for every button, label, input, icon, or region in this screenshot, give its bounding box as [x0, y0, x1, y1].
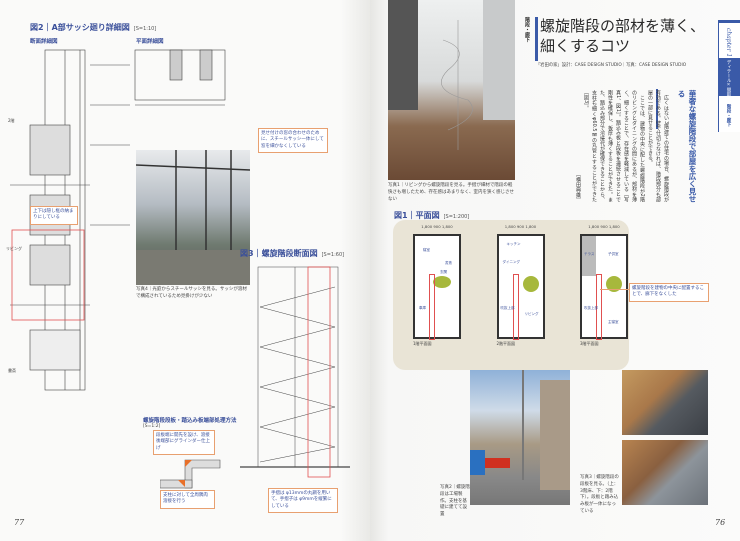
- plan-label-1f: 1階平面図: [413, 340, 432, 346]
- spiral-stair-section-drawing: [240, 266, 350, 478]
- plan-label-2f: 2階平面図: [496, 340, 516, 346]
- floor-plan-1f: 1,800 900 1,800 寝室 書斎 玄関 車庫 1階平面図: [413, 224, 461, 347]
- room-label: 吹抜上部: [584, 305, 598, 310]
- plan-detail-label: 平面詳細図: [136, 39, 164, 45]
- fig1-floor-plans-panel: 1,800 900 1,800 寝室 書斎 玄関 車庫 1階平面図 1,800 …: [393, 220, 629, 370]
- category-label: 階段・廊下: [524, 17, 530, 42]
- photo3-caption: 写真3｜螺旋階段の段板を見る。（上：3階床、下：2階下）。段板と踏み込み板が一体…: [580, 475, 619, 514]
- sub-tab-label: 階段・廊下: [726, 104, 731, 127]
- right-page: 写真1｜リビングから螺旋階段を見る。手摺が細材で階段の軽快さも増したため、存在感…: [370, 0, 740, 541]
- room-label-2f: 2階: [8, 118, 15, 123]
- room-label: 車庫: [419, 305, 426, 310]
- section-tab-label: ディテール×間取り: [726, 60, 731, 101]
- note-leader-line: [600, 289, 630, 290]
- plans-row: 1,800 900 1,800 寝室 書斎 玄関 車庫 1階平面図 1,800 …: [413, 224, 628, 347]
- photo4-steel-sash: [136, 150, 250, 285]
- title-line-2: 細くするコツ: [540, 37, 631, 55]
- section-detail-label: 断面詳細図: [30, 39, 58, 45]
- chapter-side-tab[interactable]: chapter 1 ディテール×間取り 階段・廊下: [718, 20, 740, 132]
- room-label: 書斎: [445, 260, 452, 265]
- terrace: [582, 235, 596, 276]
- fig2-title: 図2｜A部サッシ廻り詳細図[S=1:10]: [30, 22, 156, 33]
- room-label: 主寝室: [608, 319, 619, 324]
- fig2-scale: [S=1:10]: [133, 26, 157, 32]
- stair-tread-detail-drawing: [160, 459, 221, 489]
- floor-plan-3f: 1,800 900 1,800 テラス 子供室 吹抜上部 主寝室 3階平面図: [580, 224, 628, 347]
- room-label: 子供室: [608, 251, 619, 256]
- page-number-left: 77: [14, 518, 25, 527]
- room-label: テラス: [584, 251, 595, 256]
- plan-label-3f: 3階平面図: [580, 340, 599, 346]
- credit: 「岩田の家」設計：CASE DESIGN STUDIO｜写真：CASE DESI…: [536, 63, 687, 68]
- room-label: リビング: [524, 311, 539, 316]
- heading-bar: [656, 89, 658, 129]
- room-label: 玄関: [440, 269, 447, 274]
- fig3-note-handrail: 手摺は φ13mmの丸鋼を用いて、手摺子は φ9mmを縦繁にしている: [268, 488, 338, 513]
- body-paragraph-1: 広くはない3階建ての住宅の場合、螺旋階段が有効である。壁で仕切らなければ、階段部…: [647, 90, 669, 202]
- fig2-note-sash: 見せ付けの窓の合わせのために、スチールサッシ一体にして窓を細かなくしている: [258, 128, 328, 153]
- fig2-title-text: 図2｜A部サッシ廻り詳細図: [30, 23, 130, 32]
- plan-2f-outline: キッチン ダイニング 吹抜上部 リビング: [496, 233, 545, 340]
- tab-top-line: [718, 20, 740, 23]
- highlight-box: [596, 273, 602, 340]
- photo1-caption: 写真1｜リビングから螺旋階段を見る。手摺が細材で階段の軽快さも増したため、存在感…: [388, 183, 514, 202]
- floor-plan-2f: 1,800 900 1,800 キッチン ダイニング 吹抜上部 リビング 2階平…: [496, 224, 545, 347]
- detail-title: 螺旋階段段板・踏込み板端部処理方法: [143, 418, 237, 424]
- chapter-label: chapter 1: [725, 28, 732, 58]
- left-page: 図2｜A部サッシ廻り詳細図[S=1:10] 断面詳細図 平面詳細図 2階 リビン…: [0, 0, 370, 541]
- dims-1f: 1,800 900 1,800: [421, 224, 453, 229]
- photo4-caption: 写真4｜光庭からスチールサッシを見る。サッシが溶材で構成されているため見掛けが少…: [136, 287, 247, 299]
- photo2-caption: 写真2｜螺旋階段は工場製作。支柱を基礎に建てて設置: [440, 485, 470, 517]
- spiral-stair-mark: [522, 275, 539, 292]
- body-paragraph-2: ここでは、建物の中央に配した螺旋階段が2階のリビングとダイニングの間にあるが、部…: [583, 90, 645, 202]
- room-label: ダイニング: [502, 259, 521, 264]
- room-label-living: リビング: [6, 246, 22, 251]
- photo3-upper-stair-tread: [622, 370, 708, 435]
- fig3-title-text: 図3｜螺旋階段断面図: [240, 249, 318, 258]
- room-label: 寝室: [423, 247, 430, 252]
- room-label: 吹抜上部: [500, 305, 515, 310]
- dims-2f: 1,800 900 1,800: [504, 224, 537, 229]
- spiral-stair-mark: [433, 275, 451, 288]
- title-line-1: 螺旋階段の部材を薄く、: [540, 17, 706, 35]
- plan-3f-outline: テラス 子供室 吹抜上部 主寝室: [580, 233, 628, 340]
- article-title: 螺旋階段の部材を薄く、 細くするコツ: [540, 16, 705, 56]
- author: ［横田典雄］: [575, 172, 581, 202]
- detail-note-weld: 支柱に対して全周隅肉溶接を行う: [160, 490, 215, 509]
- body-text: 広くはない3階建ての住宅の場合、螺旋階段が有効である。壁で仕切らなければ、階段部…: [558, 90, 670, 202]
- fig3-title: 図3｜螺旋階段断面図[S=1:60]: [240, 248, 344, 259]
- section-heading: 華奢な螺旋階段で部屋を広く見せる: [677, 90, 697, 203]
- highlight-box: [512, 273, 519, 340]
- dims-3f: 1,800 900 1,800: [588, 224, 620, 229]
- photo3-lower-stair-tread: [622, 440, 708, 505]
- fig3-scale: [S=1:60]: [321, 252, 345, 258]
- spiral-stair-mark: [606, 275, 622, 292]
- photo1-living-spiral-stair: [388, 0, 515, 180]
- fig1-note: 螺旋階段を建物の中央に配置することで、廊下をなくした: [629, 283, 709, 302]
- detail-note-groove: 段板端に開先を設け、溶接後端部にグラインダー仕上げ: [153, 430, 215, 455]
- plan-1f-outline: 寝室 書斎 玄関 車庫: [413, 233, 461, 340]
- fig1-title-text: 図1｜平面図: [394, 211, 440, 220]
- detail-scale: [S=1:2]: [143, 424, 161, 429]
- room-label-study: 書斎: [8, 368, 16, 373]
- fig1-scale: [S=1:200]: [443, 214, 470, 220]
- title-accent-bar: [535, 17, 538, 61]
- highlight-box: [429, 273, 435, 340]
- page-number-right: 76: [715, 518, 726, 527]
- room-label: キッチン: [506, 241, 521, 246]
- section-tab-active: [719, 58, 740, 96]
- photo2-construction-site: [470, 370, 570, 505]
- fig1-title: 図1｜平面図[S=1:200]: [394, 210, 469, 221]
- fig2-note-frame: 上下は隠し框の納まりにしている: [30, 206, 78, 225]
